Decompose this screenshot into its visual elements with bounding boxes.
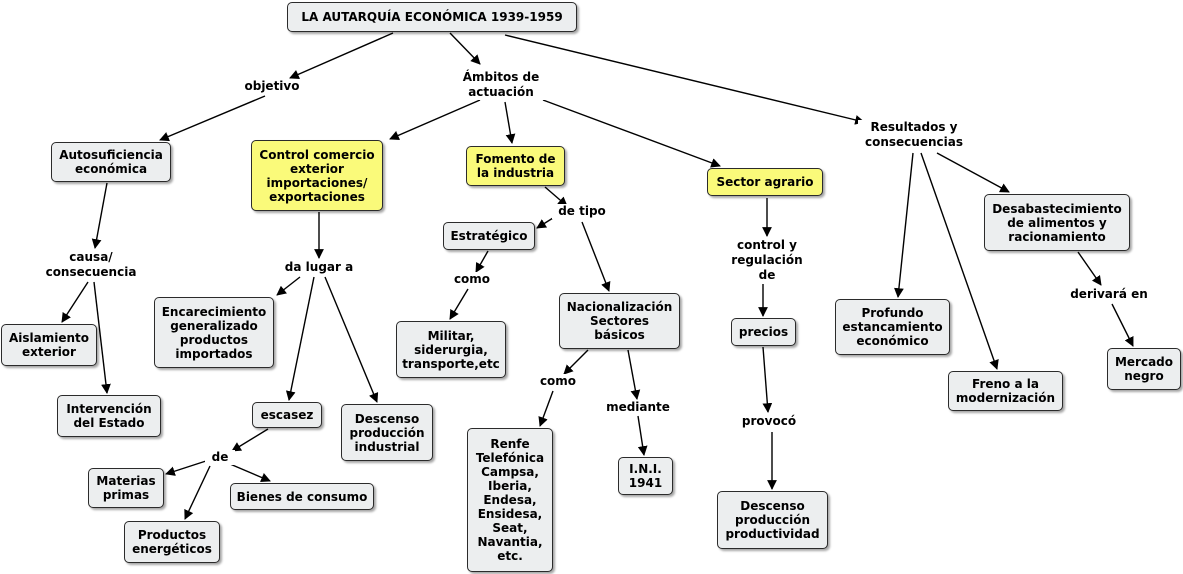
node-precios: precios bbox=[731, 318, 796, 346]
edge-title-objetivo bbox=[289, 32, 394, 79]
edge-mediante-ini bbox=[637, 415, 648, 456]
edge-resultados-freno bbox=[920, 152, 999, 370]
label-resultados: Resultados y consecuencias bbox=[858, 120, 970, 150]
node-escasez: escasez bbox=[252, 402, 322, 428]
label-como-2: como bbox=[535, 374, 581, 389]
node-autosuficiencia: Autosuficiencia económica bbox=[51, 142, 171, 182]
label-como-1: como bbox=[449, 272, 495, 287]
node-intervencion: Intervención del Estado bbox=[57, 395, 161, 437]
edge-fomento-detipo bbox=[544, 186, 568, 207]
edge-causa-aislamiento bbox=[61, 281, 89, 323]
node-productos-energeticos: Productos energéticos bbox=[124, 521, 220, 563]
node-descenso-industrial: Descenso producción industrial bbox=[341, 404, 433, 461]
node-aislamiento: Aislamiento exterior bbox=[1, 324, 97, 366]
node-fomento-industria: Fomento de la industria bbox=[466, 146, 565, 186]
edge-como-militar bbox=[449, 288, 469, 320]
label-provoco: provocó bbox=[736, 414, 802, 429]
node-bienes-consumo: Bienes de consumo bbox=[230, 483, 374, 510]
edge-ambitos-agrario bbox=[542, 99, 721, 168]
node-nacionalizacion: Nacionalización Sectores básicos bbox=[559, 293, 680, 349]
node-estancamiento: Profundo estancamiento económico bbox=[835, 299, 950, 355]
edge-causa-intervencion bbox=[93, 281, 111, 394]
node-control-comercio: Control comercio exterior importaciones/… bbox=[251, 140, 383, 211]
edge-precios-provoco bbox=[762, 346, 773, 413]
label-causa-consecuencia: causa/ consecuencia bbox=[38, 250, 144, 280]
edge-resultados-estancamiento bbox=[894, 152, 914, 298]
label-de-tipo: de tipo bbox=[552, 204, 612, 219]
edge-dalugar-encarecimiento bbox=[276, 276, 301, 296]
edge-escasez-de bbox=[231, 428, 269, 452]
node-ini: I.N.I. 1941 bbox=[618, 457, 673, 495]
label-control-regulacion: control y regulación de bbox=[722, 238, 812, 283]
edge-dalugar-descenso bbox=[324, 276, 379, 403]
label-ambitos: Ámbitos de actuación bbox=[456, 70, 546, 100]
node-materias-primas: Materias primas bbox=[88, 468, 164, 508]
edge-de-energeticos bbox=[184, 465, 211, 520]
label-derivara: derivará en bbox=[1064, 287, 1154, 302]
node-freno: Freno a la modernización bbox=[948, 371, 1063, 411]
edge-estrategico-como bbox=[475, 250, 489, 273]
edge-desabastecimiento-derivara bbox=[1077, 251, 1102, 286]
edge-objetivo-autosuficiencia bbox=[159, 95, 266, 142]
edge-de-materias bbox=[165, 460, 207, 476]
node-encarecimiento: Encarecimiento generalizado productos im… bbox=[154, 297, 274, 368]
edge-title-resultados bbox=[504, 34, 865, 125]
label-da-lugar: da lugar a bbox=[279, 260, 359, 275]
edge-de-bienes bbox=[229, 463, 271, 483]
node-estrategico: Estratégico bbox=[443, 222, 535, 250]
edge-nacionalizacion-mediante bbox=[627, 349, 641, 400]
edge-autosuficiencia-causa bbox=[91, 182, 108, 249]
edge-derivara-mercado bbox=[1111, 303, 1134, 347]
node-militar: Militar, siderurgia, transporte,etc bbox=[396, 321, 506, 378]
edge-ambitos-fomento bbox=[504, 101, 516, 144]
title-node: LA AUTARQUÍA ECONÓMICA 1939-1959 bbox=[287, 2, 577, 32]
node-descenso-productividad: Descenso producción productividad bbox=[717, 491, 828, 549]
edge-resultados-desabastecimiento bbox=[936, 152, 1010, 193]
edge-ambitos-control bbox=[389, 99, 481, 140]
label-objetivo: objetivo bbox=[237, 79, 307, 94]
edge-title-ambitos bbox=[449, 32, 481, 65]
edge-dalugar-escasez bbox=[285, 276, 315, 401]
label-mediante: mediante bbox=[600, 400, 676, 415]
node-desabastecimiento: Desabastecimiento de alimentos y raciona… bbox=[984, 194, 1130, 251]
edge-nacionalizacion-como bbox=[563, 349, 589, 375]
node-empresas: Renfe Telefónica Campsa, Iberia, Endesa,… bbox=[467, 428, 553, 572]
node-sector-agrario: Sector agrario bbox=[707, 168, 823, 196]
edge-detipo-estrategico bbox=[536, 217, 554, 229]
label-de: de bbox=[205, 450, 235, 465]
edge-como-empresas bbox=[538, 390, 554, 427]
edge-detipo-nacionalizacion bbox=[581, 221, 611, 292]
node-mercado-negro: Mercado negro bbox=[1107, 348, 1181, 390]
